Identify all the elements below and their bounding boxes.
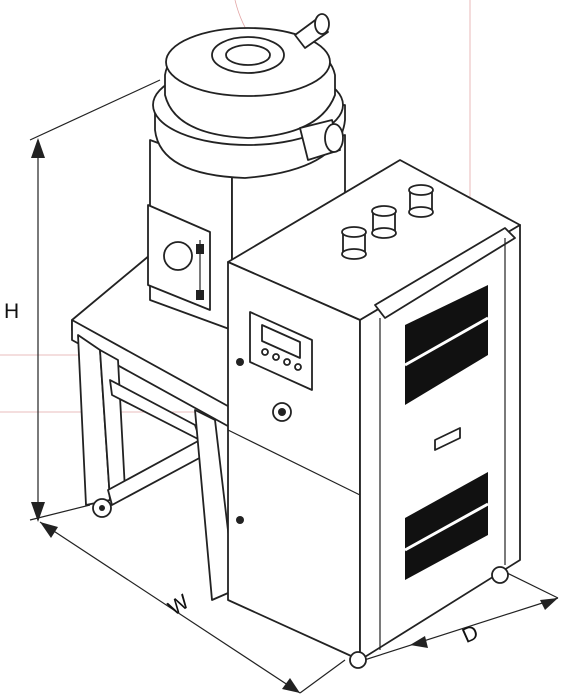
depth-label: D — [459, 621, 482, 648]
port-icon — [408, 184, 434, 218]
caster-wheel-icon — [349, 651, 367, 669]
sight-glass-icon — [163, 241, 193, 271]
port-icon — [371, 205, 397, 239]
cabinet-wheels — [349, 566, 509, 669]
width-label: W — [164, 590, 193, 620]
vacuum-loader — [152, 13, 346, 179]
vent-grille-upper — [404, 285, 489, 405]
handle-slot-icon — [434, 427, 461, 451]
caster-wheel-icon — [491, 566, 509, 584]
port-icon — [341, 226, 367, 260]
width-dimension — [39, 521, 346, 694]
height-dimension — [29, 79, 161, 522]
height-label: H — [4, 300, 19, 323]
depth-dimension — [357, 571, 559, 663]
top-ports — [341, 184, 434, 260]
control-panel — [236, 311, 313, 524]
vent-grille-lower — [404, 472, 489, 580]
